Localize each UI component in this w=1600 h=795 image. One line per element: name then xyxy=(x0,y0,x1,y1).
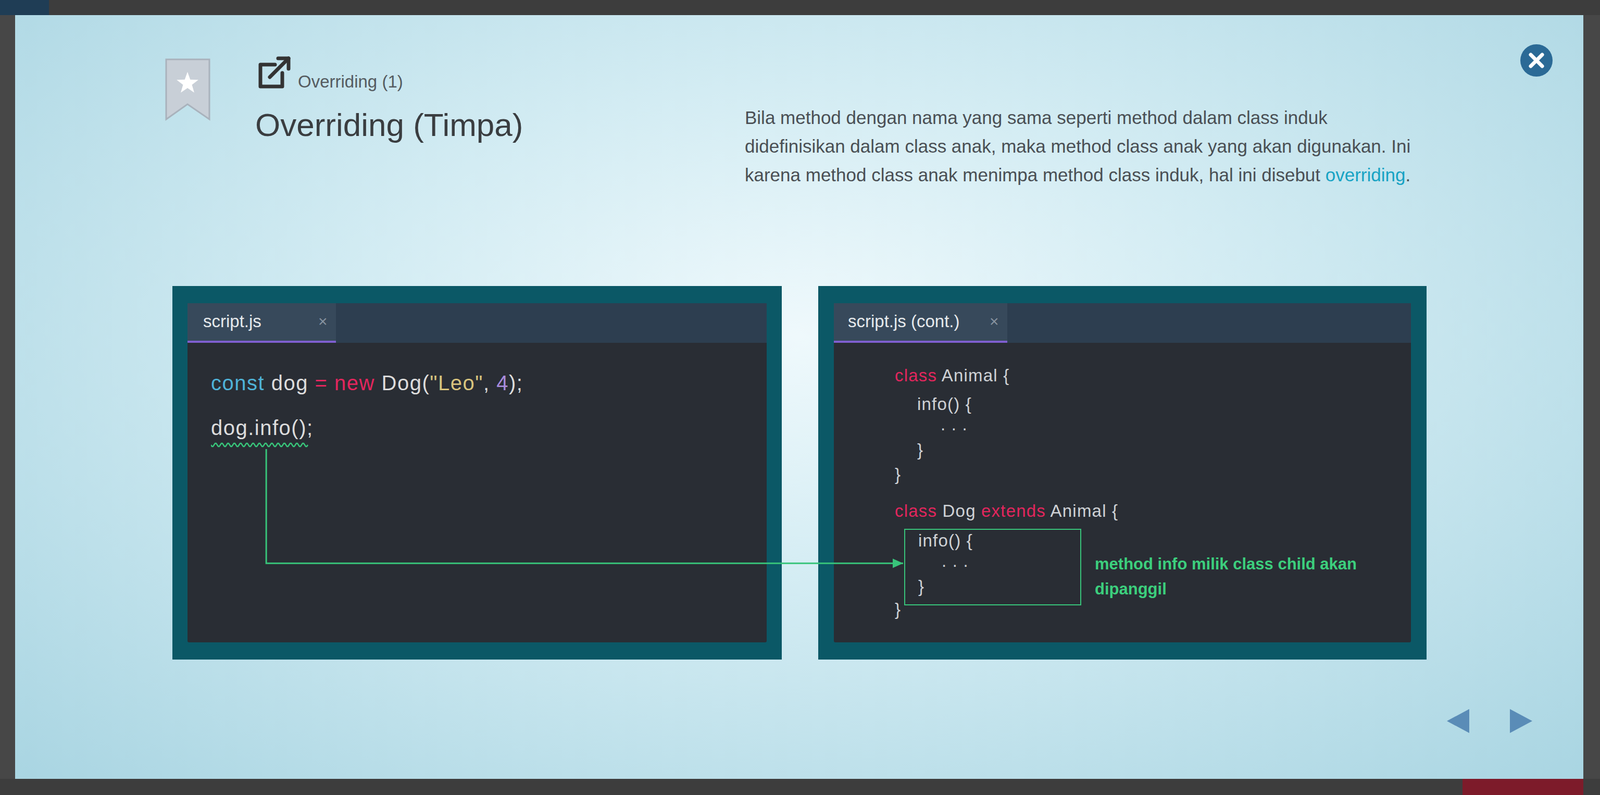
code-line: } xyxy=(918,576,925,597)
code-token: "Leo" xyxy=(429,371,484,395)
slide-title: Overriding (Timpa) xyxy=(255,105,523,145)
text-run: . xyxy=(1405,164,1411,185)
code-token: } xyxy=(917,440,924,460)
code-line: . . . xyxy=(941,550,969,572)
code-token: info() { xyxy=(917,394,972,414)
top-bar xyxy=(0,0,1600,16)
code-token: = xyxy=(315,371,329,395)
code-line: const dog = new Dog("Leo", 4); xyxy=(210,369,523,396)
method-call: dog.info(); xyxy=(210,414,314,441)
external-link-icon xyxy=(260,58,289,87)
text-run: Bila method dengan nama yang sama sepert… xyxy=(744,107,1411,185)
code-token: . . . xyxy=(940,414,968,434)
method-call-box: dog.info(); xyxy=(210,414,314,449)
wavy-underline-path xyxy=(210,443,308,447)
code-token: } xyxy=(894,464,902,484)
code-line: class Dog extends Animal { xyxy=(894,500,1119,522)
code-line: class Animal { xyxy=(894,365,1010,386)
code-token: Dog xyxy=(936,501,982,521)
code-line: } xyxy=(894,464,902,485)
code-token: extends xyxy=(981,501,1046,521)
code-token: const xyxy=(210,371,265,395)
code-token: , xyxy=(483,371,497,395)
editor-body xyxy=(187,303,767,643)
bookmark-star xyxy=(176,71,199,93)
code-editor-panel: dog.info(); script.js × const dog = new Dog… xyxy=(172,285,782,660)
code-line: } xyxy=(894,598,902,620)
code-token: dog xyxy=(264,371,315,395)
bottom-button xyxy=(1462,778,1584,795)
text-run: overriding xyxy=(1325,164,1406,185)
bookmark-ribbon xyxy=(166,59,210,120)
code-token: new xyxy=(334,371,375,395)
close-button xyxy=(1520,44,1553,77)
code-token: . . . xyxy=(941,551,969,571)
code-token xyxy=(327,371,335,395)
tab-title: script.js (cont.) xyxy=(847,309,960,333)
link-icon-head xyxy=(278,58,289,69)
code-token: ); xyxy=(508,371,523,395)
link-icon-arrow xyxy=(269,58,289,78)
annotation-note: method info milik class child akan dipan… xyxy=(1094,551,1366,602)
code-token: 4 xyxy=(496,371,509,395)
description: Bila method dengan nama yang sama sepert… xyxy=(744,103,1417,190)
code-token: Animal { xyxy=(936,365,1010,385)
code-token: class xyxy=(894,365,937,385)
wavy-underline xyxy=(210,440,314,449)
code-line: info() { xyxy=(917,393,972,415)
code-token: } xyxy=(894,599,902,619)
code-token: Dog( xyxy=(375,371,430,395)
next-arrow xyxy=(1509,708,1533,733)
code-editor-panel: info() {. . .}script.js (cont.)×class An… xyxy=(818,285,1427,660)
code-token: Animal { xyxy=(1045,501,1119,521)
code-token: class xyxy=(894,501,937,521)
tab-close: × xyxy=(989,309,999,333)
breadcrumb: Overriding (1) xyxy=(297,69,404,94)
code-token: dog.info(); xyxy=(210,416,314,440)
code-line: } xyxy=(917,439,924,461)
tab-title: script.js xyxy=(203,309,262,333)
code-token: } xyxy=(918,576,925,596)
code-token: info() { xyxy=(918,530,973,550)
override-highlight-box: info() {. . .} xyxy=(904,528,1082,606)
code-line: info() { xyxy=(918,530,973,552)
close-cross xyxy=(1530,54,1543,67)
corner-block xyxy=(0,0,49,16)
prev-arrow xyxy=(1446,708,1470,733)
code-line: . . . xyxy=(940,414,968,435)
bottom-bar xyxy=(0,778,1600,795)
tab-close: × xyxy=(318,309,328,333)
